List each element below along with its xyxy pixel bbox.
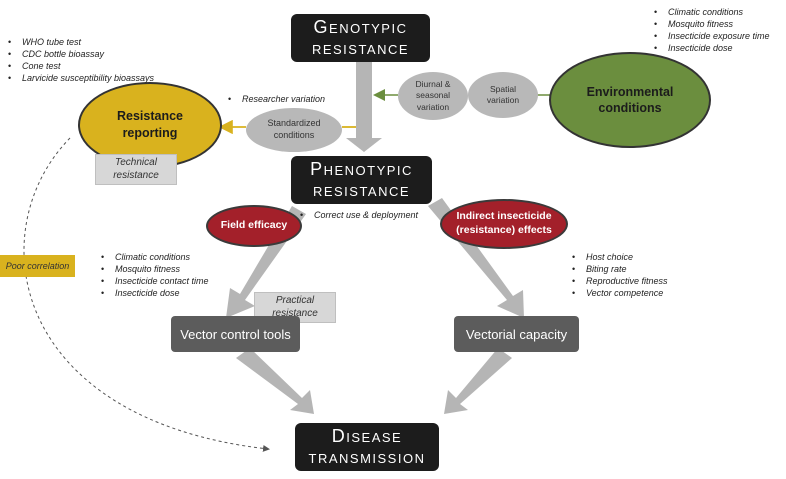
list-item: Biting rate <box>572 263 668 275</box>
standardized-conditions-ellipse: Standardized conditions <box>246 108 342 152</box>
disease-transmission-box: Disease transmission <box>295 423 439 471</box>
list-item: Host choice <box>572 251 668 263</box>
environmental-conditions-ellipse: Environmental conditions <box>549 52 711 148</box>
genotypic-resistance-label: Genotypic resistance <box>311 17 410 58</box>
arrow-vectorial-to-disease <box>444 348 512 414</box>
list-item: CDC bottle bioassay <box>8 48 154 60</box>
diurnal-variation-label: Diurnal & seasonal variation <box>415 79 451 112</box>
spatial-variation-label: Spatial variation <box>486 83 520 105</box>
list-item: WHO tube test <box>8 36 154 48</box>
deployment-list: Correct use & deployment <box>300 209 418 221</box>
vector-control-tools-label: Vector control tools <box>180 326 291 342</box>
disease-transmission-label: Disease transmission <box>308 426 426 467</box>
vector-factors-list: Host choice Biting rate Reproductive fit… <box>572 251 668 299</box>
environmental-factors-list: Climatic conditions Mosquito fitness Ins… <box>654 6 770 54</box>
arrow-vector-tools-to-disease <box>236 348 314 414</box>
list-item: Climatic conditions <box>654 6 770 18</box>
technical-resistance-label: Technical resistance <box>113 157 159 181</box>
list-item: Vector competence <box>572 287 668 299</box>
genotypic-resistance-box: Genotypic resistance <box>291 14 430 62</box>
field-efficacy-ellipse: Field efficacy <box>206 205 302 247</box>
list-item: Larvicide susceptibility bioassays <box>8 72 154 84</box>
phenotypic-resistance-box: Phenotypic resistance <box>291 156 432 204</box>
indirect-effects-ellipse: Indirect insecticide (resistance) effect… <box>440 199 568 249</box>
environmental-conditions-label: Environmental conditions <box>586 84 674 115</box>
list-item: Mosquito fitness <box>101 263 209 275</box>
diurnal-variation-ellipse: Diurnal & seasonal variation <box>398 72 468 120</box>
phenotypic-resistance-label: Phenotypic resistance <box>310 159 413 200</box>
list-item: Insecticide contact time <box>101 275 209 287</box>
list-item: Reproductive fitness <box>572 275 668 287</box>
technical-resistance-box: Technical resistance <box>95 154 177 185</box>
researcher-variation-list: Researcher variation <box>228 93 325 105</box>
poor-correlation-label-box: Poor correlation <box>0 255 75 277</box>
poor-correlation-label: Poor correlation <box>5 261 70 271</box>
list-item: Insecticide exposure time <box>654 30 770 42</box>
list-item: Mosquito fitness <box>654 18 770 30</box>
field-efficacy-label: Field efficacy <box>220 219 288 232</box>
list-item: Cone test <box>8 60 154 72</box>
vector-control-tools-box: Vector control tools <box>171 316 300 352</box>
field-factors-list: Climatic conditions Mosquito fitness Ins… <box>101 251 209 299</box>
resistance-reporting-label: Resistance reporting <box>116 109 183 140</box>
bioassay-tests-list: WHO tube test CDC bottle bioassay Cone t… <box>8 36 154 84</box>
list-item: Climatic conditions <box>101 251 209 263</box>
list-item: Insecticide dose <box>101 287 209 299</box>
vectorial-capacity-label: Vectorial capacity <box>465 326 568 342</box>
list-item: Correct use & deployment <box>300 209 418 221</box>
arrow-genotypic-to-phenotypic <box>346 62 382 152</box>
practical-resistance-label: Practical resistance <box>272 295 318 319</box>
list-item: Insecticide dose <box>654 42 770 54</box>
indirect-effects-label: Indirect insecticide (resistance) effect… <box>456 210 552 236</box>
vectorial-capacity-box: Vectorial capacity <box>454 316 579 352</box>
standardized-conditions-label: Standardized conditions <box>267 118 321 140</box>
spatial-variation-ellipse: Spatial variation <box>468 72 538 118</box>
poor-correlation-curve <box>23 137 270 452</box>
list-item: Researcher variation <box>228 93 325 105</box>
